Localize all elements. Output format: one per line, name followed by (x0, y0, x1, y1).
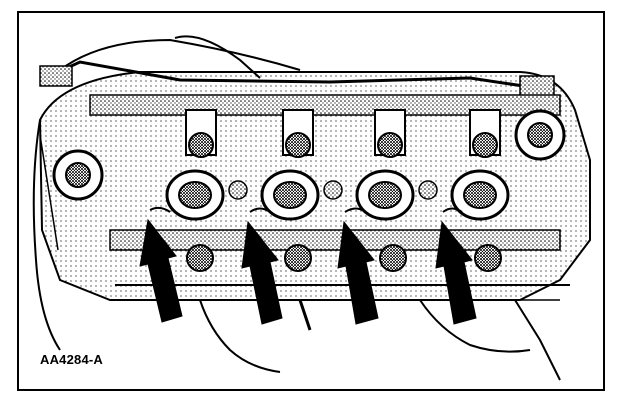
lower-bolt-row (186, 244, 502, 272)
indicator-arrows (139, 218, 477, 325)
figure-id-label: AA4284-A (40, 352, 104, 367)
arrow-4 (435, 220, 477, 325)
wiring-harness (39, 60, 551, 92)
harness-connector (39, 65, 73, 87)
arrow-3 (337, 220, 379, 325)
arrow-2 (241, 220, 283, 325)
arrow-1 (139, 218, 183, 323)
upper-bolt-row (185, 109, 501, 158)
coil-boot-row (165, 169, 510, 221)
